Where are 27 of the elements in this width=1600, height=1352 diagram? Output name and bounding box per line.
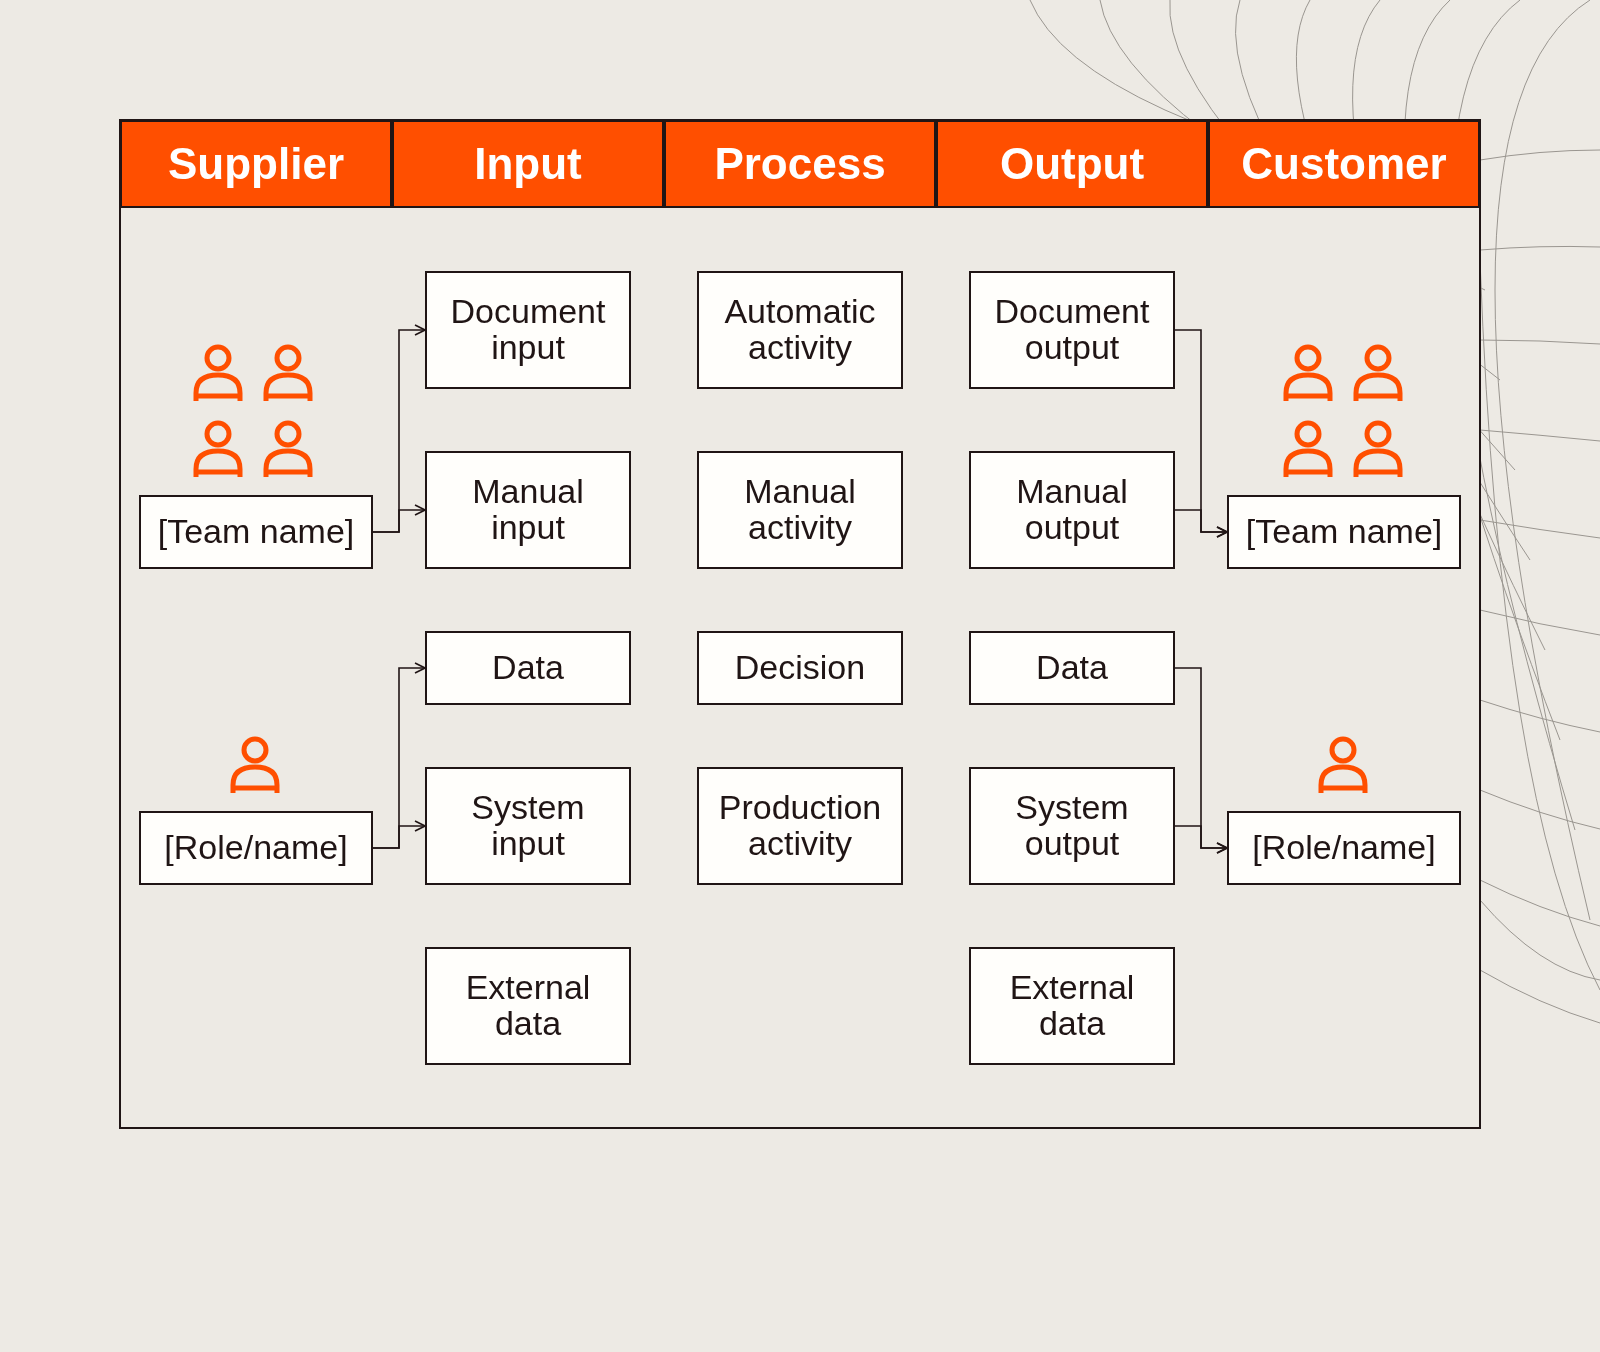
process-box: Manual input: [425, 451, 631, 569]
process-box: Decision: [697, 631, 903, 705]
arrow: [372, 820, 426, 849]
process-box: External data: [425, 947, 631, 1065]
process-box: [Team name]: [1227, 495, 1461, 569]
arrow: [372, 504, 426, 533]
process-box: System output: [969, 767, 1175, 885]
process-box: External data: [969, 947, 1175, 1065]
column-header: Supplier: [120, 120, 392, 208]
process-box: Manual output: [969, 451, 1175, 569]
arrow: [1174, 825, 1228, 854]
process-box: Automatic activity: [697, 271, 903, 389]
column-header: Customer: [1208, 120, 1480, 208]
process-box: Data: [425, 631, 631, 705]
column-header: Input: [392, 120, 664, 208]
column-header: Process: [664, 120, 936, 208]
process-box: Manual activity: [697, 451, 903, 569]
process-box: Document input: [425, 271, 631, 389]
process-box: [Role/name]: [139, 811, 373, 885]
process-box: [Role/name]: [1227, 811, 1461, 885]
process-box: Data: [969, 631, 1175, 705]
process-box: Document output: [969, 271, 1175, 389]
process-box: System input: [425, 767, 631, 885]
arrow: [1174, 509, 1228, 538]
process-box: [Team name]: [139, 495, 373, 569]
process-box: Production activity: [697, 767, 903, 885]
column-header: Output: [936, 120, 1208, 208]
